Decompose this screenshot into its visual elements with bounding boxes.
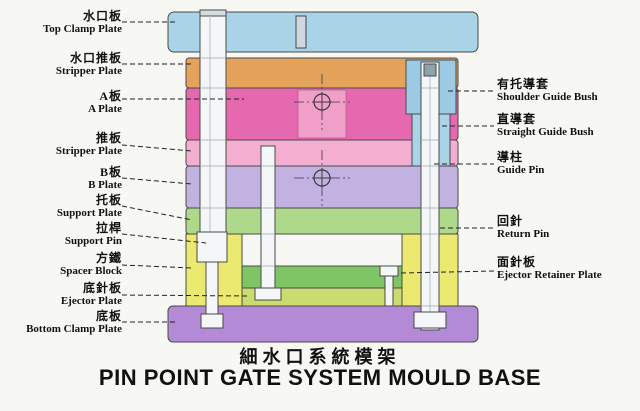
label-en: A Plate [88, 103, 122, 115]
label-zh: 面針板 [497, 255, 537, 269]
label-zh: 水口板 [82, 9, 122, 23]
label-en: Support Pin [64, 235, 122, 247]
label-top-clamp-plate: 水口板 Top Clamp Plate [0, 10, 122, 36]
label-b-plate: B板 B Plate [0, 166, 122, 192]
label-en: Ejector Plate [60, 295, 122, 307]
label-zh: A板 [99, 89, 122, 103]
support-pin-sleeve-shape [199, 15, 227, 233]
guide-pin-flange-shape [413, 311, 447, 329]
label-zh: 拉桿 [95, 221, 122, 235]
label-zh: 托板 [95, 193, 122, 207]
label-guide-pin: 導柱 Guide Pin [497, 151, 639, 177]
crosshair-lower [294, 150, 350, 206]
label-zh: B板 [99, 165, 122, 179]
label-stripper-plate-top: 水口推板 Stripper Plate [0, 52, 122, 78]
label-zh: 有托導套 [497, 77, 550, 91]
label-ejector-plate: 底針板 Ejector Plate [0, 282, 122, 308]
label-en: Stripper Plate [55, 145, 122, 157]
support-pin-flange-shape [200, 313, 224, 329]
label-bottom-clamp-plate: 底板 Bottom Clamp Plate [0, 310, 122, 336]
title-chinese: 細水口系統模架 [239, 347, 401, 367]
label-zh: 直導套 [497, 112, 537, 126]
label-zh: 回針 [497, 214, 524, 228]
label-en: Spacer Block [60, 265, 122, 277]
crosshair-upper [294, 74, 350, 130]
ejector-bolt-head-shape [379, 265, 399, 277]
label-shoulder-guide-bush: 有托導套 Shoulder Guide Bush [497, 78, 639, 104]
pins [196, 9, 447, 331]
guide-pin-cap-shape [423, 63, 437, 77]
label-en: Support Plate [56, 207, 122, 219]
section-ticks [200, 57, 439, 307]
label-zh: 水口推板 [69, 51, 122, 65]
label-return-pin: 回針 Return Pin [497, 215, 639, 241]
label-spacer-block: 方鐵 Spacer Block [0, 252, 122, 278]
label-ejector-retainer-plate: 面針板 Ejector Retainer Plate [497, 256, 639, 282]
label-stripper-plate: 推板 Stripper Plate [0, 132, 122, 158]
label-en: B Plate [88, 179, 122, 191]
top-clamp-plate-shape [167, 11, 479, 53]
label-en: Top Clamp Plate [42, 23, 122, 35]
label-zh: 導柱 [497, 150, 524, 164]
label-a-plate: A板 A Plate [0, 90, 122, 116]
label-support-pin: 拉桿 Support Pin [0, 222, 122, 248]
support-plate-shape [185, 207, 459, 235]
label-en: Return Pin [497, 228, 550, 240]
label-en: Shoulder Guide Bush [497, 91, 598, 103]
leader-lines [121, 21, 495, 323]
label-zh: 推板 [95, 131, 122, 145]
top-screw-shape [295, 15, 307, 49]
label-en: Stripper Plate [55, 65, 122, 77]
label-straight-guide-bush: 直導套 Straight Guide Bush [497, 113, 639, 139]
support-pin-shoulder-shape [196, 231, 228, 263]
label-en: Bottom Clamp Plate [26, 323, 122, 335]
label-en: Straight Guide Bush [497, 126, 594, 138]
return-pin-flange-shape [254, 287, 282, 301]
return-pin-shape [260, 145, 276, 289]
support-pin-cap-shape [199, 9, 227, 17]
label-en: Ejector Retainer Plate [497, 269, 602, 281]
label-support-plate: 托板 Support Plate [0, 194, 122, 220]
support-pin-lower-shape [205, 261, 219, 315]
title-english: PIN POINT GATE SYSTEM MOULD BASE [98, 365, 542, 390]
ejector-bolt-shaft-shape [384, 275, 394, 307]
label-zh: 方鐵 [95, 251, 122, 265]
label-en: Guide Pin [497, 164, 545, 176]
label-zh: 底針板 [82, 281, 122, 295]
label-zh: 底板 [95, 309, 122, 323]
bottom-clamp-plate-shape [167, 305, 479, 343]
